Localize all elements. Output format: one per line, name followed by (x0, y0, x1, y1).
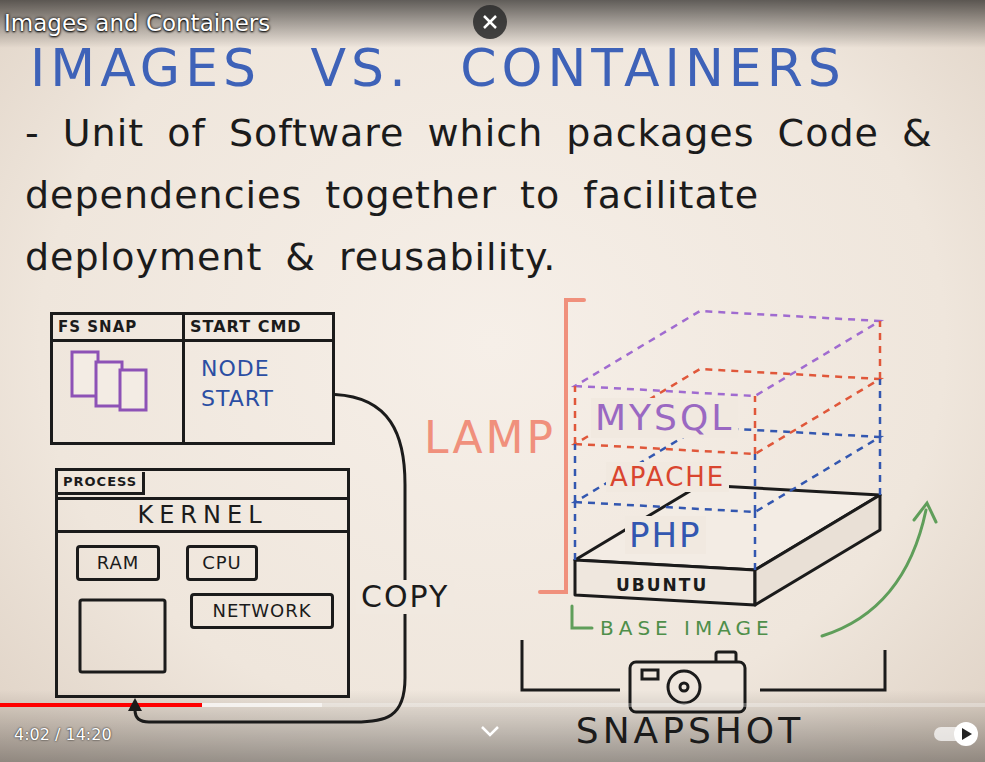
bottom-shade (0, 690, 985, 762)
group-label: LAMP (424, 416, 556, 460)
stack-layer: MYSQL (591, 398, 738, 438)
bracket-line (522, 640, 620, 690)
snapshot-label: SNAPSHOT (576, 713, 804, 749)
stack-layer: PHP (625, 516, 706, 554)
layer-edge (754, 512, 757, 570)
progress-track (0, 703, 985, 707)
file-icon (120, 370, 146, 410)
close-cross (484, 16, 496, 28)
progress-bar (0, 703, 985, 707)
base-layer: UBUNTU (614, 576, 710, 595)
php-layer (575, 427, 880, 570)
base-bracket (572, 606, 592, 628)
layer-edge (574, 444, 577, 502)
node-label: CPU (202, 552, 242, 574)
node-label: NETWORK (212, 600, 311, 622)
layer-edge (879, 379, 882, 437)
layer-top (575, 369, 880, 454)
node-label: APACHE (606, 462, 729, 492)
close-circle (473, 5, 507, 39)
camera-viewfinder (642, 670, 658, 679)
mysql-layer (575, 311, 880, 454)
edge-label: COPY (356, 580, 454, 614)
node-label: PHP (625, 516, 706, 554)
file-icons (72, 352, 146, 410)
node-label: MYSQL (591, 398, 738, 438)
layer-edge (574, 386, 577, 444)
toggle-knob (954, 722, 978, 746)
video-title: Images and Containers (4, 9, 270, 37)
close-button (473, 5, 507, 39)
layer-edge (754, 396, 757, 454)
kernel-band: KERNEL (58, 497, 347, 533)
chevron-icon (482, 727, 498, 735)
definition-text: - Unit of Software which packages Code &… (25, 102, 960, 288)
slab-side (755, 495, 880, 605)
progress-buffer (202, 703, 322, 707)
file-icon (72, 352, 98, 396)
process-slot (80, 600, 165, 672)
file-icon (96, 362, 122, 406)
node-label: UBUNTU (614, 576, 710, 595)
node-label: KERNEL (137, 501, 267, 529)
top-shade (0, 0, 985, 48)
apache-layer (575, 369, 880, 512)
play-icon (962, 728, 972, 740)
base-image-label: BASE IMAGE (600, 617, 774, 639)
slab-front (575, 560, 755, 605)
start-command: NODE START (201, 354, 313, 414)
image-fs-cell: FS SNAP (50, 312, 185, 445)
layer-top (575, 311, 880, 396)
autoplay-toggle (934, 722, 978, 746)
container-box: PROCESS KERNEL RAM CPU NETWORK (55, 468, 350, 698)
layer-edge (574, 502, 577, 560)
base-arrow (822, 510, 926, 636)
ubuntu-slab (575, 485, 880, 605)
stack-layer: APACHE (606, 462, 729, 492)
cell-heading: START CMD (185, 315, 332, 342)
layer-top (575, 427, 880, 512)
arrow-head (128, 698, 142, 711)
camera-lens-inner (680, 683, 688, 691)
resource-box: RAM (76, 545, 160, 581)
bracket-line (760, 650, 885, 690)
resource-box: CPU (186, 545, 258, 581)
close-cross (484, 16, 496, 28)
layer-edge (879, 321, 882, 379)
layer-edge (754, 454, 757, 512)
resource-box: NETWORK (190, 593, 334, 629)
image-cmd-cell: START CMD NODE START (185, 312, 335, 445)
cell-heading: FS SNAP (53, 315, 182, 342)
progress-played (0, 703, 202, 707)
heading: IMAGES VS. CONTAINERS (30, 42, 846, 94)
base-arrow-head (914, 503, 936, 522)
layer-edge (879, 437, 882, 495)
box-tab-label: PROCESS (58, 472, 145, 495)
node-label: RAM (97, 552, 140, 574)
video-time: 4:02 / 14:20 (14, 725, 112, 745)
